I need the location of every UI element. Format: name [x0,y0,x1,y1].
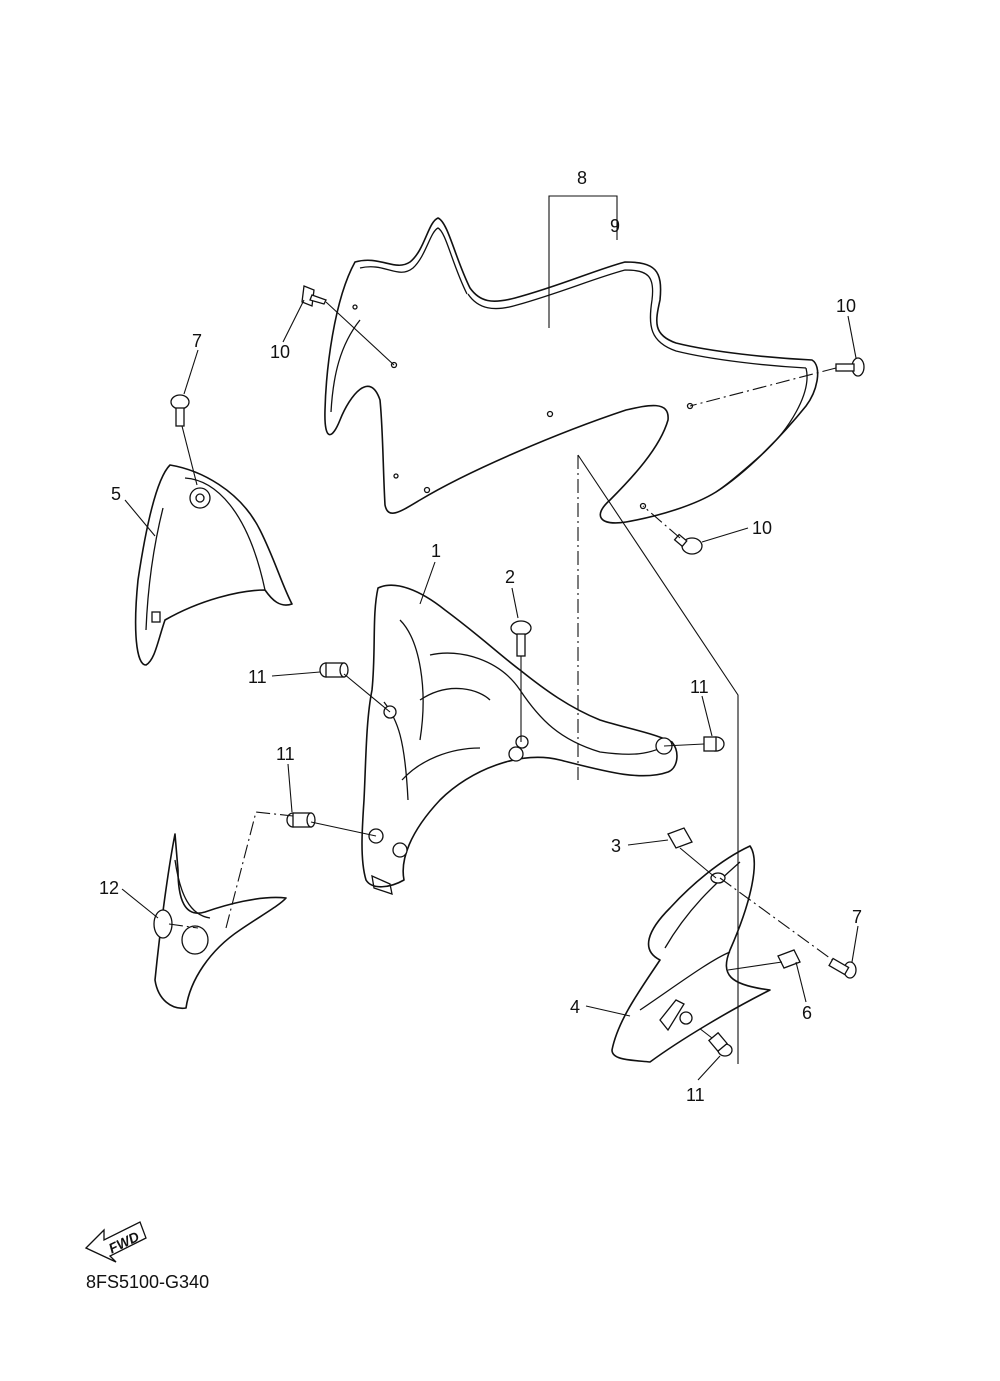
callout-12: 12 [99,878,119,898]
assembly-line-right [577,454,739,1064]
callout-5: 5 [111,484,121,504]
screw-10-lower [642,505,703,555]
leader-11-b [701,695,713,737]
screw-10-upper-left [301,285,395,366]
leader-7-left [183,349,199,395]
leader-10-right [847,315,857,359]
leader-3 [627,839,669,846]
screw-7-right [828,957,857,979]
screw-10-right [689,357,865,407]
callout-11-b: 11 [690,677,709,697]
callout-8: 8 [577,168,587,188]
leader-1 [419,561,436,605]
side-panel-part-4 [611,845,839,1063]
leader-5 [124,499,156,537]
leader-10-left [282,299,305,343]
leader-11-a [271,671,321,677]
drawing-code: 8FS5100-G340 [86,1272,210,1292]
callout-2: 2 [505,567,515,587]
leader-7-right [851,925,859,963]
collar-11-upper-left [319,662,391,713]
callout-6: 6 [802,1003,812,1023]
leader-11-c [287,763,293,813]
callout-11-c: 11 [276,744,295,764]
bracket-8-9 [548,195,618,328]
screw-7-left [170,394,198,486]
leader-4 [585,1005,631,1017]
leader-12 [121,888,159,919]
callout-7-right: 7 [852,907,862,927]
fwd-arrow-icon: FWD [84,1221,147,1263]
windshield-part-8 [324,217,819,524]
side-panel-part-5 [134,464,293,666]
callout-9: 9 [610,216,620,236]
clip-6 [727,949,801,971]
callout-11-a: 11 [248,667,267,687]
callout-7-left: 7 [192,331,202,351]
collar-11-lower-left [286,812,377,837]
callout-3: 3 [611,836,621,856]
leader-11-d [697,1055,721,1081]
lower-cover-part-12 [153,833,287,1009]
leader-6 [795,961,807,1003]
callout-4: 4 [570,997,580,1017]
screw-2 [510,620,532,742]
callout-10-right: 10 [836,296,856,316]
dash-line-12-to-collar [225,811,294,929]
leader-10-lower [701,527,749,543]
main-cowling-part-1 [361,584,678,895]
callout-10-left: 10 [270,342,290,362]
fwd-label: FWD [106,1228,142,1256]
leader-2 [511,587,519,619]
callout-11-d: 11 [686,1085,705,1105]
callout-10-lower: 10 [752,518,772,538]
collar-11-lower-right [685,1017,733,1057]
collar-11-right [663,736,725,752]
nut-3 [667,827,717,879]
callout-1: 1 [431,541,441,561]
